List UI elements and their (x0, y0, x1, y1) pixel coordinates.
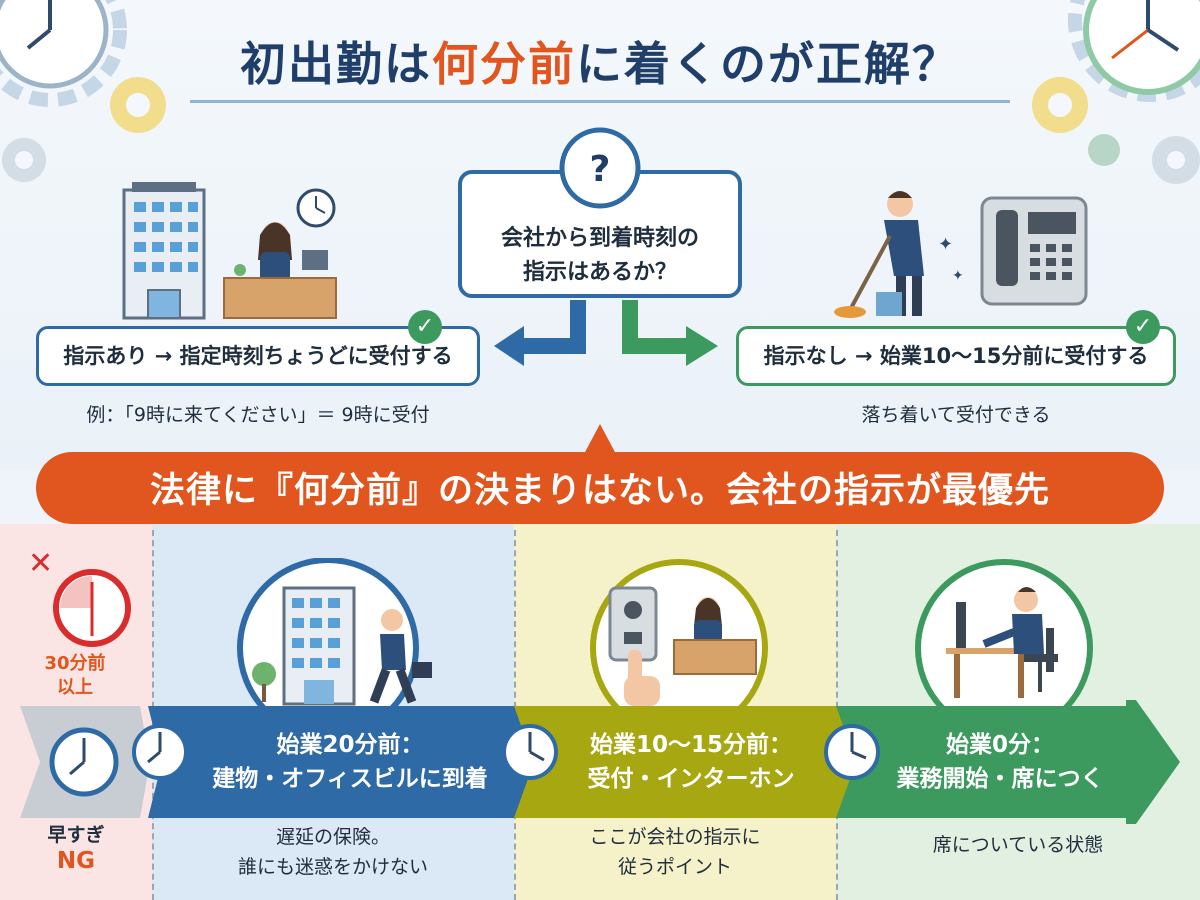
cleaning-intercom-illustration: ✦ ✦ (834, 191, 1088, 318)
reception-intercom-illustration (590, 559, 768, 708)
wall-clock-icon (296, 188, 336, 228)
worker-seated-icon (982, 587, 1058, 692)
desk-work-illustration (915, 559, 1093, 708)
gear-icon (110, 77, 1088, 133)
clock-icon (1083, 0, 1200, 95)
stage-10-15min-note: ここが会社の指示に 従うポイント (589, 826, 761, 878)
decorative-gears (0, 0, 1200, 184)
too-early-note: 早すぎ (47, 824, 105, 846)
branch-with-instruction-example: 例：「9時に来てください」＝ 9時に受付 (86, 404, 430, 426)
gear-icon (0, 0, 1200, 107)
branch-with-instruction-text: 指示あり → 指定時刻ちょうどに受付する (63, 344, 453, 368)
x-mark-icon: ✕ (28, 546, 54, 581)
question-text: 会社から到着時刻の 指示はあるか？ (500, 226, 699, 285)
title-divider (190, 100, 1010, 103)
branch-arrows (494, 300, 718, 366)
branch-without-instruction (736, 326, 1176, 386)
stage-0min-note: 席についている状態 (932, 834, 1104, 856)
svg-text:✦: ✦ (938, 234, 953, 255)
stage-20min-note: 遅延の保険。 誰にも迷惑をかけない (237, 826, 428, 878)
building-icon (282, 586, 356, 706)
svg-text:?: ? (590, 149, 611, 190)
stage-20min-title: 始業20分前： 建物・オフィスビルに到着 (212, 732, 488, 792)
businessman-walking-icon (369, 609, 432, 704)
stage-0min-title: 始業0分： 業務開始・席につく (896, 732, 1104, 792)
staff-cleaning-icon: ✦ ✦ (834, 191, 964, 318)
receptionist-icon (223, 222, 337, 319)
branch-with-instruction (36, 326, 480, 386)
monitor-icon (946, 602, 1030, 698)
clock-icon (0, 0, 109, 89)
key-message-text: 法律に『何分前』の決まりはない。会社の指示が最優先 (149, 471, 1050, 511)
intercom-icon (980, 196, 1088, 306)
branch-without-instruction-note: 落ち着いて受付できる (861, 404, 1051, 426)
ng-label: NG (56, 848, 96, 874)
stage-10-15min-title: 始業10〜15分前： 受付・インターホン (587, 732, 795, 792)
key-message-banner (36, 452, 1164, 524)
branch-without-instruction-text: 指示なし → 始業10〜15分前に受付する (763, 344, 1149, 368)
early-label: 30分前 以上 (44, 653, 106, 698)
building-icon (122, 182, 206, 320)
banner-pointer (584, 424, 616, 454)
check-icon: ✓ (1126, 310, 1160, 344)
page-title: 初出勤は何分前に着くのが正解？ (240, 37, 960, 91)
svg-text:✦: ✦ (952, 268, 964, 284)
receptionist-icon (673, 597, 757, 675)
check-icon: ✓ (408, 310, 442, 344)
finger-press-icon (624, 650, 660, 706)
red-clock-icon (53, 569, 131, 647)
question-clock-icon: ? (559, 127, 641, 209)
intercom-icon (608, 586, 658, 662)
gear-icon (2, 134, 1200, 184)
arrive-building-illustration (237, 558, 432, 708)
office-reception-illustration (122, 182, 337, 320)
